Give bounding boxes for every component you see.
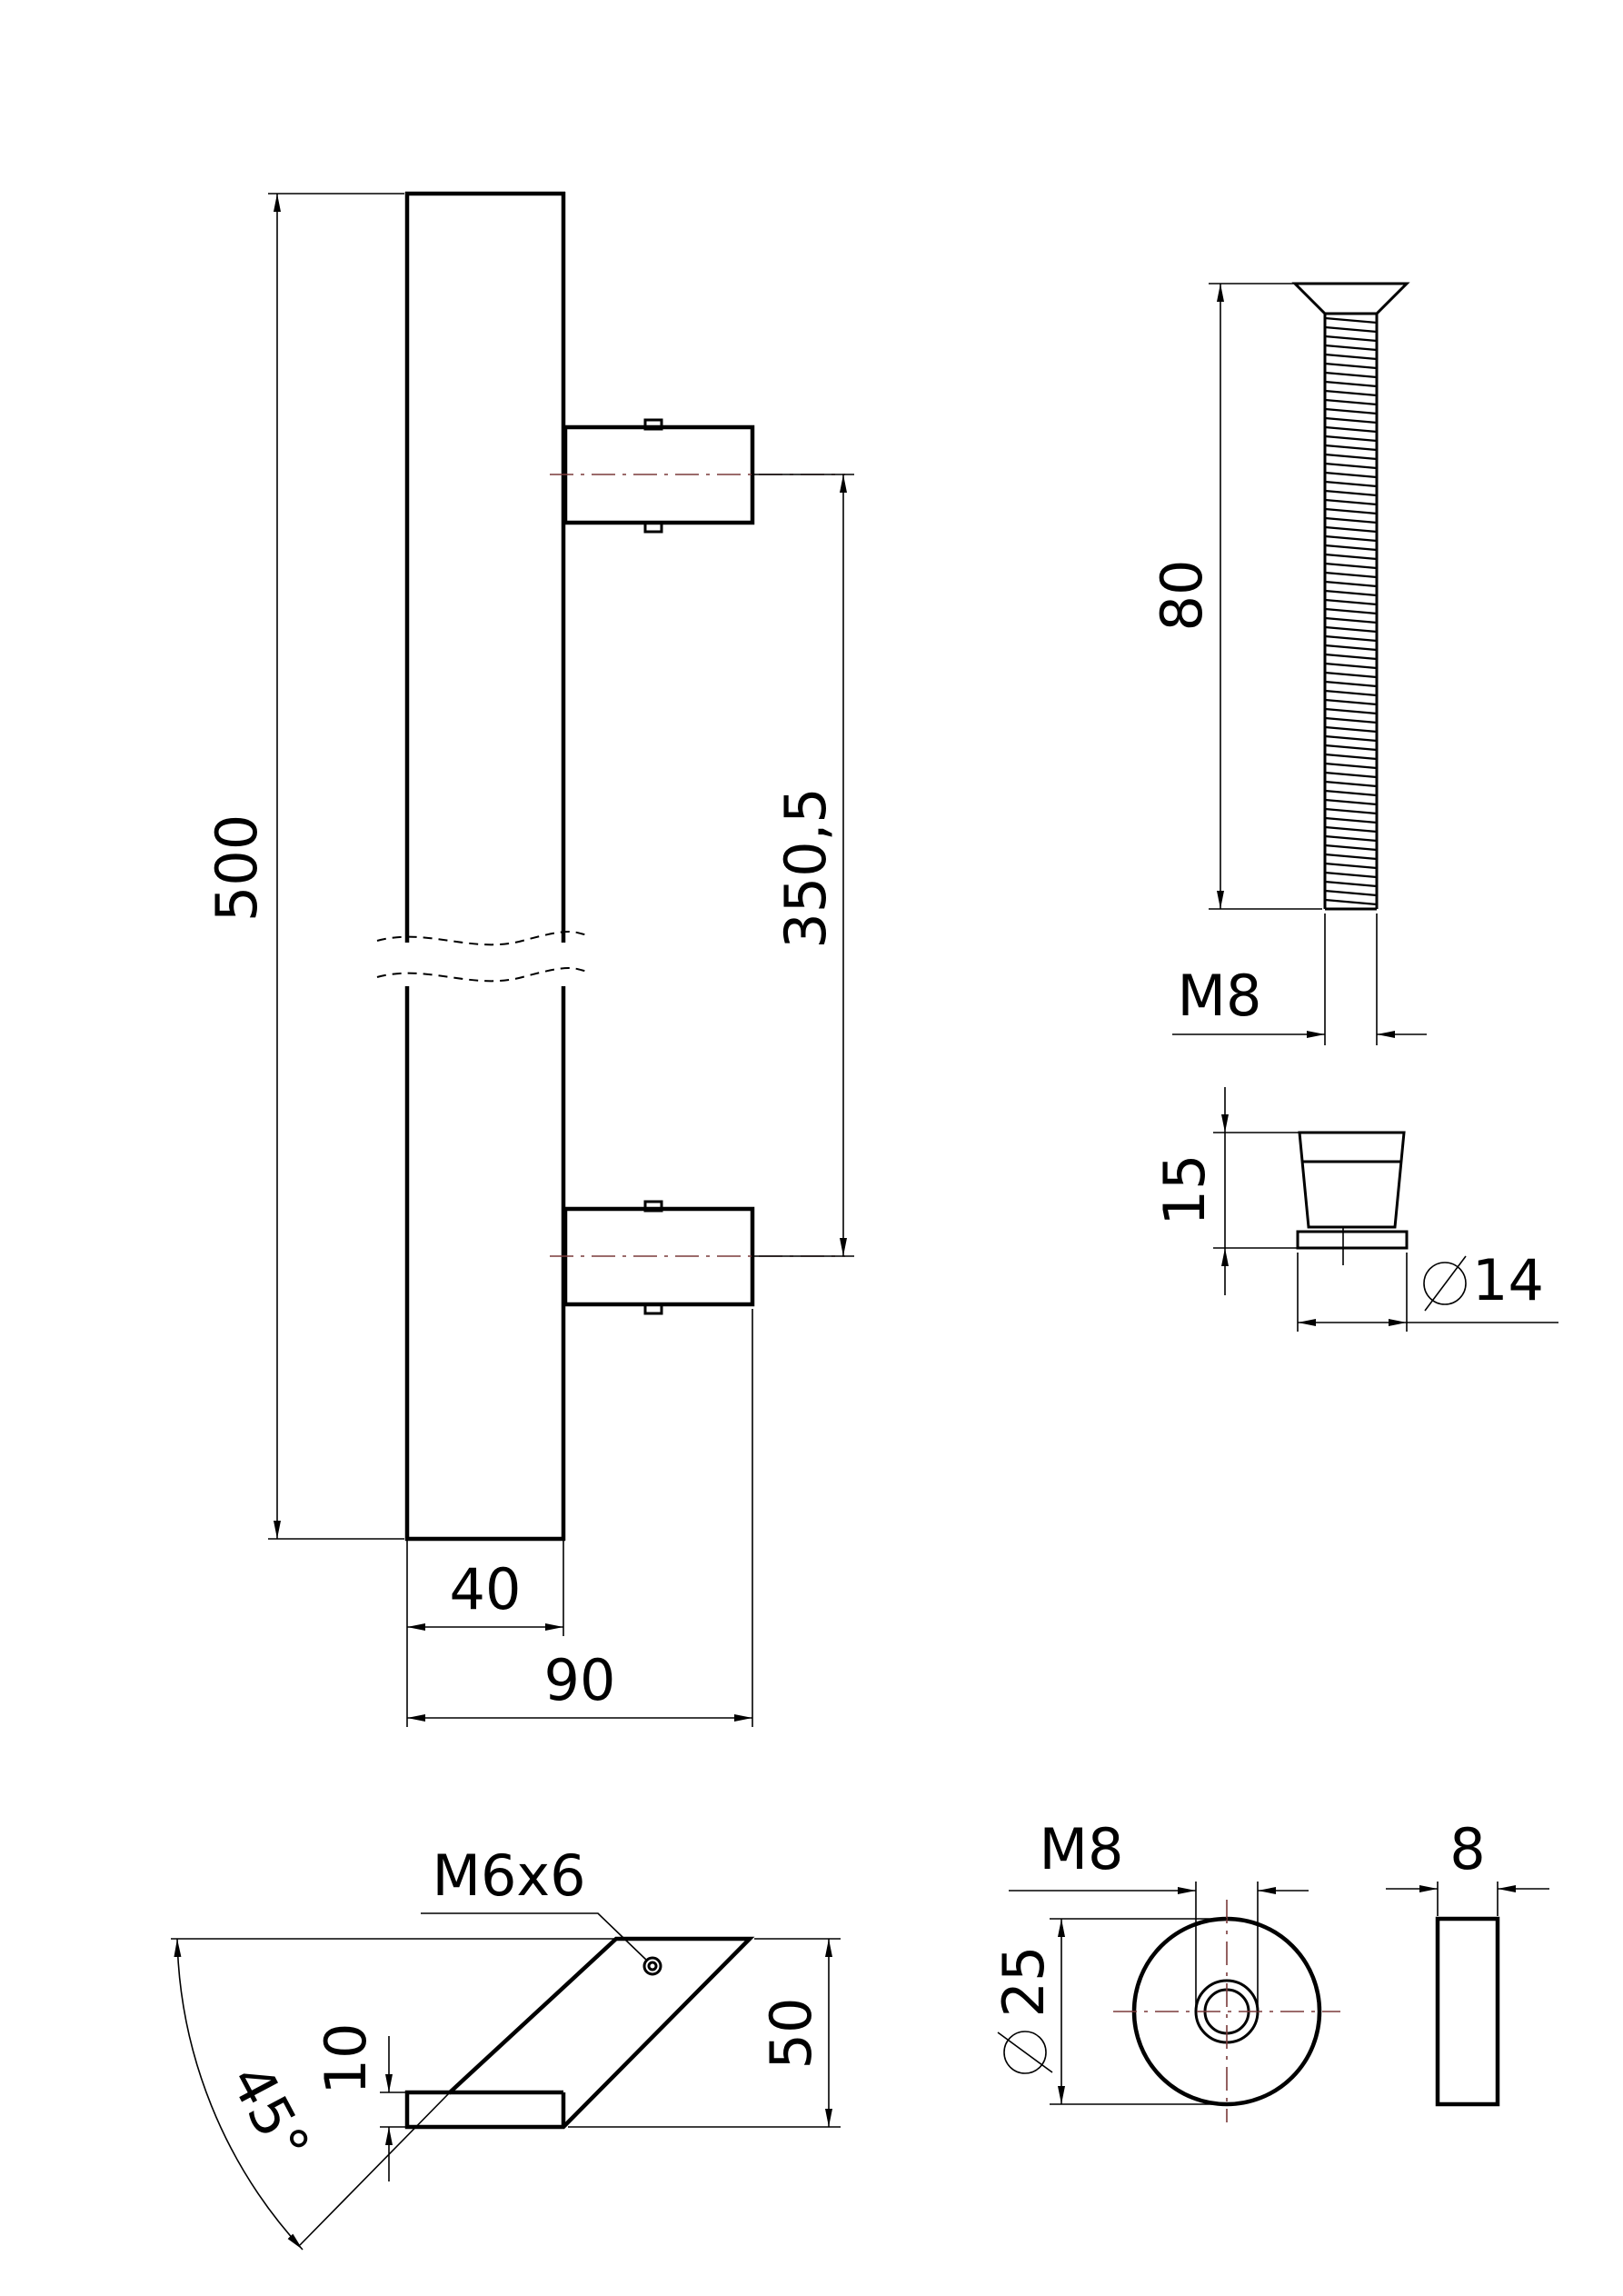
angle-arc — [174, 1938, 304, 2251]
handle-side-view: 500 350,5 40 90 — [204, 191, 854, 1727]
screw-threads — [1324, 316, 1378, 906]
diameter-symbol-circle-14 — [1423, 1262, 1467, 1305]
standoff-lower-stud-top — [643, 1200, 663, 1213]
dim-m8-label: M8 — [1178, 963, 1262, 1029]
angle-label: 45° — [217, 2053, 323, 2172]
washer-front-view: M8 25 — [991, 1816, 1340, 2122]
dim-350-label: 350,5 — [772, 787, 839, 949]
dim-40-label: 40 — [450, 1556, 522, 1622]
spacer-view: 15 14 — [1151, 1087, 1558, 1332]
standoff-lower-stud-bottom — [643, 1303, 663, 1315]
standoff-upper-stud-bottom — [643, 521, 663, 534]
screw-thread-lines — [1324, 316, 1378, 906]
diameter-symbol-slash-14 — [1424, 1255, 1467, 1312]
dim-80-label: 80 — [1149, 560, 1215, 632]
screw-head — [1291, 282, 1410, 315]
dim-90-label: 90 — [544, 1647, 616, 1713]
washer-side-rect — [1435, 1916, 1500, 2107]
setscrew-hole-outer — [642, 1956, 662, 1976]
setscrew-hole-inner — [647, 1961, 658, 1972]
break-line-lower — [376, 967, 592, 983]
angled-end-outline — [404, 1936, 755, 2130]
diameter-symbol-slash-25 — [997, 2031, 1053, 2073]
dim-15-label: 15 — [1151, 1154, 1218, 1226]
dim-500-label: 500 — [204, 814, 270, 922]
angled-end-view: M6x6 50 10 45° — [171, 1842, 841, 2251]
dim-25-label: 25 — [991, 1946, 1057, 2018]
spacer-flange — [1296, 1230, 1409, 1250]
dim-m6x6-leader — [421, 1912, 648, 1962]
washer-side-view: 8 — [1386, 1816, 1549, 2107]
angle-ext-slanted — [299, 2091, 451, 2246]
dim-m8b-label: M8 — [1040, 1816, 1124, 1882]
dim-8-label: 8 — [1449, 1816, 1485, 1882]
break-line-upper — [376, 931, 592, 946]
dim-50-label: 50 — [758, 1998, 824, 2070]
screw-view: 80 M8 — [1149, 282, 1427, 1045]
dim-m6x6-label: M6x6 — [432, 1842, 585, 1909]
dim-10-label: 10 — [313, 2023, 379, 2095]
spacer-body — [1298, 1131, 1406, 1229]
dim-14-label: 14 — [1472, 1247, 1544, 1313]
diameter-symbol-circle-25 — [1003, 2031, 1047, 2074]
standoff-upper-stud-top — [643, 418, 663, 431]
